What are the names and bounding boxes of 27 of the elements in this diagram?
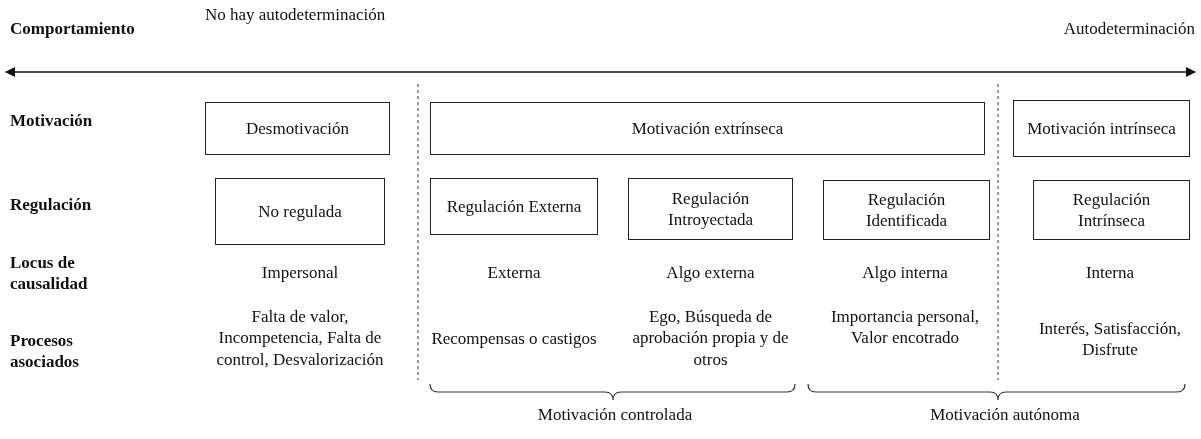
bracket-label: Motivación controlada — [536, 404, 694, 426]
cell-text: Ego, Búsqueda de aprobación propia y de otros — [631, 306, 790, 370]
cell-text: Interna — [1084, 262, 1136, 284]
cell-text: Recompensas o castigos — [430, 328, 598, 350]
cell-text: Algo interna — [861, 262, 949, 284]
cell-text: Falta de valor, Incompetencia, Falta de control, Desvalorización — [215, 306, 385, 370]
cell-text: Impersonal — [260, 262, 340, 284]
category-box: Motivación extrínseca — [430, 102, 985, 155]
cell-text: Externa — [486, 262, 542, 284]
category-box: Regulación Introyectada — [628, 178, 793, 240]
row-header: Motivación — [10, 110, 94, 132]
row-header: Comportamiento — [10, 18, 136, 40]
cell-text: Algo externa — [665, 262, 756, 284]
scale-end-label: Autodeterminación — [1062, 18, 1195, 40]
category-box: Regulación Externa — [430, 178, 598, 235]
row-header: Locus de causalidad — [10, 252, 89, 295]
category-box: No regulada — [215, 178, 385, 245]
category-box: Motivación intrínseca — [1013, 100, 1190, 157]
scale-end-label: No hay autodeterminación — [205, 4, 387, 26]
bracket-label: Motivación autónoma — [929, 404, 1081, 426]
category-box: Desmotivación — [205, 102, 390, 155]
row-header: Procesos asociados — [10, 330, 80, 373]
cell-text: Interés, Satisfacción, Disfrute — [1037, 318, 1183, 361]
row-header: Regulación — [10, 194, 93, 216]
cell-text: Importancia personal, Valor encotrado — [829, 306, 981, 349]
category-box: Regulación Intrínseca — [1033, 180, 1190, 240]
category-box: Regulación Identificada — [823, 180, 990, 240]
